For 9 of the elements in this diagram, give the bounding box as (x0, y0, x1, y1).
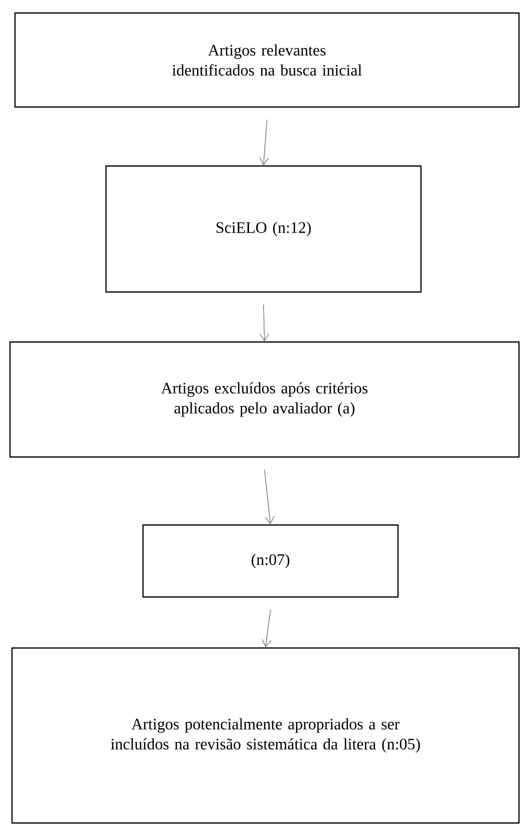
process-box: Artigos relevantes identificados na busca inicial (14, 12, 520, 108)
process-box: (n:07) (142, 524, 399, 598)
arrow (259, 304, 270, 342)
process-box: SciELO (n:12) (105, 165, 422, 293)
arrow (259, 119, 269, 166)
arrow (264, 469, 275, 524)
process-box: Artigos potencialmente apropriados a ser incluídos na revisão sistemática da litera (n:05) (11, 647, 520, 824)
arrow (262, 609, 272, 648)
process-box: Artigos excluídos após critérios aplicados pelo avaliador (a) (9, 341, 520, 458)
